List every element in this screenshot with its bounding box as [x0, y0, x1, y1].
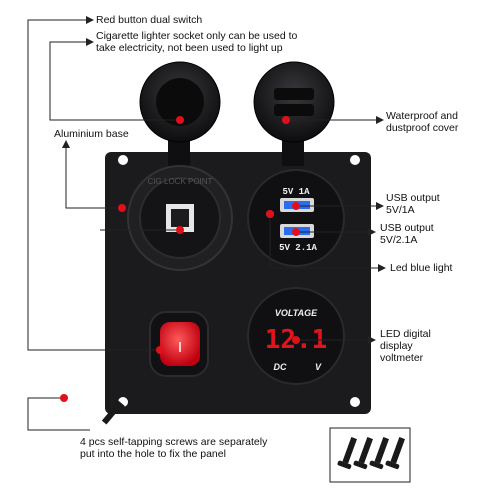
rocker-switch [149, 311, 209, 377]
cigarette-socket-cover [139, 61, 221, 166]
label-usb1-line1: USB output [386, 192, 440, 204]
screws-set [337, 437, 405, 470]
label-led-line2: display [380, 340, 413, 352]
usb-bottom-label: 5V 2.1A [279, 243, 317, 253]
label-usb1-line2: 5V/1A [386, 204, 415, 216]
loose-screw [101, 399, 125, 425]
usb-top-label: 5V 1A [282, 187, 310, 197]
label-led-line3: voltmeter [380, 352, 424, 364]
label-led-blue: Led blue light [390, 262, 453, 274]
label-led-line1: LED digital [380, 328, 431, 340]
cigarette-socket [127, 165, 233, 271]
callout-markers [60, 116, 300, 402]
label-red-switch: Red button dual switch [96, 14, 203, 26]
label-aluminium: Aluminium base [54, 128, 129, 140]
label-usb2-line1: USB output [380, 222, 434, 234]
callout-arrowheads [62, 16, 386, 344]
socket-ring-text: CIG LOCK POINT [148, 177, 213, 186]
label-screws-line2: put into the hole to fix the panel [80, 448, 226, 460]
screw-hole [350, 397, 360, 407]
screw-hole [350, 155, 360, 165]
label-waterproof-line1: Waterproof and [386, 110, 458, 122]
label-screws-line1: 4 pcs self-tapping screws are separately [80, 436, 268, 448]
voltmeter-title: VOLTAGE [275, 308, 318, 318]
label-cigarette-line2: take electricity, not been used to light… [96, 42, 283, 54]
voltmeter-dc: DC [274, 362, 287, 372]
screw-hole [118, 155, 128, 165]
voltmeter-unit: V [315, 362, 322, 372]
label-usb2-line2: 5V/2.1A [380, 234, 418, 246]
label-cigarette-line1: Cigarette lighter socket only can be use… [96, 30, 298, 42]
callout-lines [27, 19, 380, 431]
usb-cover [253, 61, 335, 166]
label-waterproof-line2: dustproof cover [386, 122, 459, 134]
